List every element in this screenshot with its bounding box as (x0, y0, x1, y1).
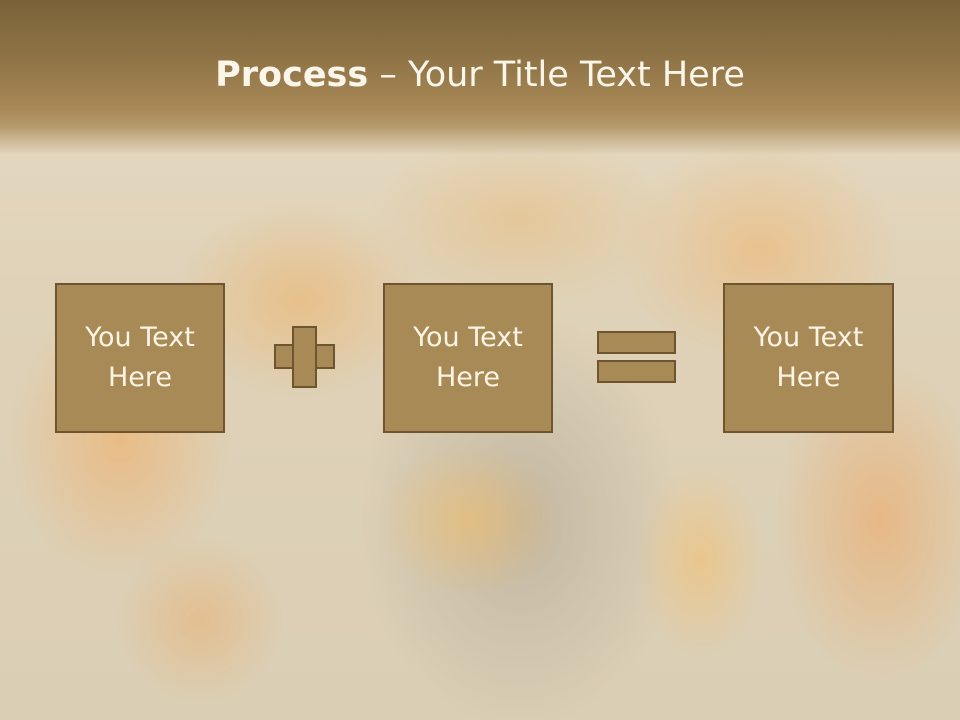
plus-center (294, 346, 315, 367)
equals-top-bar (597, 331, 676, 354)
title-rest-text: – Your Title Text Here (368, 55, 745, 95)
process-step-1-line-2: Here (107, 362, 173, 393)
equals-bottom-bar (597, 360, 676, 383)
title-bold-text: Process (215, 55, 369, 95)
title-band (0, 0, 960, 155)
process-step-1-line-1: You Text (85, 322, 195, 353)
process-step-2-line-1: You Text (413, 322, 523, 353)
process-step-3-line-2: Here (776, 362, 841, 393)
slide-title[interactable]: Process – Your Title Text Here (0, 52, 960, 98)
process-step-3-line-1: You Text (753, 322, 864, 353)
process-step-2-line-2: Here (435, 362, 501, 393)
